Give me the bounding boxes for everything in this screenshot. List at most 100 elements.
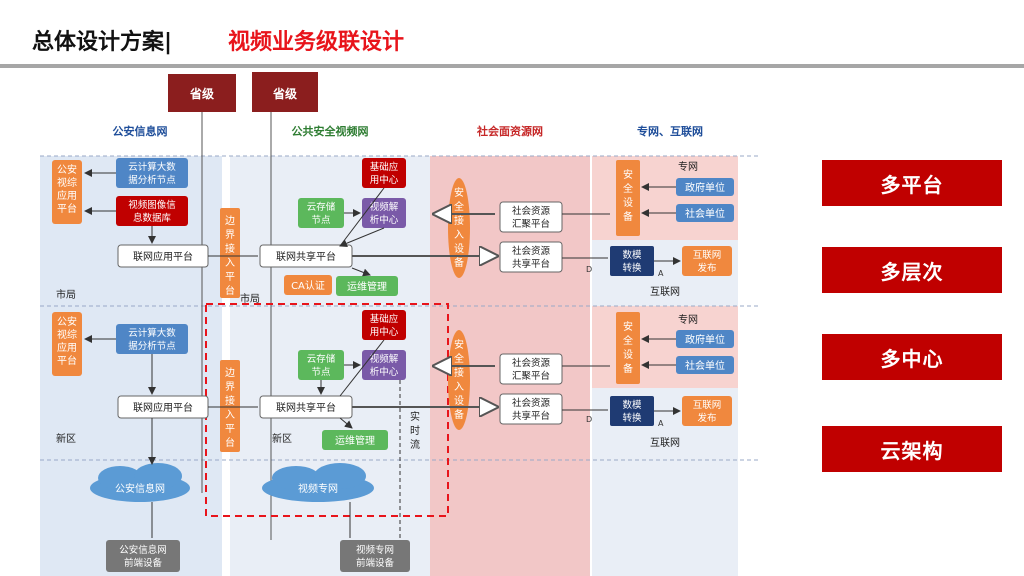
province-right [252,72,318,112]
social-collect-1 [499,201,563,233]
col-header-social: 社会面资源网 [476,124,543,138]
svg-text:台: 台 [225,436,235,449]
svg-text:视频解: 视频解 [370,353,399,365]
svg-text:台: 台 [225,284,235,297]
province-left [168,74,236,112]
svg-text:备: 备 [454,256,464,269]
svg-text:节点: 节点 [311,215,331,226]
svg-text:备: 备 [623,362,633,375]
svg-text:CA认证: CA认证 [291,279,325,292]
svg-text:云计算大数: 云计算大数 [128,327,176,339]
svg-text:全: 全 [454,200,464,213]
svg-text:数模: 数模 [622,249,642,261]
svg-text:联网应用平台: 联网应用平台 [133,250,193,263]
col-header-private: 专网、互联网 [637,124,703,138]
data-ferry-1 [610,246,654,276]
svg-text:A: A [658,269,664,278]
cascade-diagram: 公安信息网 公共安全视频网 社会面资源网 专网、互联网 省级 省级 公安 视综 … [40,72,760,576]
svg-text:用中心: 用中心 [370,326,399,338]
internet-label-2: 互联网 [650,437,680,449]
svg-text:社会资源: 社会资源 [512,245,551,257]
internet-pub-1 [682,246,732,276]
svg-text:公安信息网: 公安信息网 [119,544,167,556]
private-bg-1 [592,156,738,240]
svg-text:应用: 应用 [57,341,77,354]
svg-text:界: 界 [225,381,235,393]
social-collect-2 [499,353,563,385]
svg-text:备: 备 [623,210,633,223]
gov-unit-1 [676,178,734,196]
svg-text:共享平台: 共享平台 [512,410,550,422]
svg-text:入: 入 [454,382,464,393]
header: 总体设计方案| 视频业务级联设计 [0,0,1024,68]
svg-text:视频专网: 视频专网 [298,482,338,495]
svg-text:接: 接 [225,242,235,255]
gov-unit-2 [676,330,734,348]
zone-city-mid: 市局 [240,292,260,305]
svg-text:入: 入 [225,258,235,269]
ops-2 [322,430,388,450]
security-gw-1 [448,178,470,278]
svg-text:边: 边 [225,215,235,227]
svg-text:节点: 节点 [311,367,331,378]
svg-text:视频专网: 视频专网 [356,544,394,556]
cloud-node-1 [116,158,188,188]
svg-text:云计算大数: 云计算大数 [128,161,176,173]
svg-text:公安: 公安 [57,315,77,328]
svg-text:互联网: 互联网 [693,250,722,261]
svg-text:全: 全 [454,352,464,365]
svg-text:安: 安 [454,338,464,351]
data-ferry-2 [610,396,654,426]
tag-multi-platform: 多平台 [822,160,1002,206]
page-subtitle: 视频业务级联设计 [228,30,405,55]
svg-text:基础应: 基础应 [370,161,399,173]
security-dev-1 [616,160,640,236]
svg-text:接: 接 [225,394,235,407]
svg-text:应用: 应用 [57,189,77,202]
svg-text:据分析节点: 据分析节点 [128,340,176,352]
base-app-2 [362,310,406,340]
svg-text:联网共享平台: 联网共享平台 [276,401,336,414]
svg-text:全: 全 [623,334,633,347]
page-title: 总体设计方案| [32,30,173,55]
svg-text:社会单位: 社会单位 [685,207,725,220]
social-unit-2 [676,356,734,374]
svg-text:用中心: 用中心 [370,174,399,186]
base-app-1 [362,158,406,188]
svg-text:A: A [658,419,664,428]
svg-text:入: 入 [454,230,464,241]
svg-text:时: 时 [410,425,420,437]
cloud-node-2 [116,324,188,354]
svg-text:接: 接 [454,214,464,227]
zone-new-left: 新区 [56,432,76,445]
svg-text:安: 安 [623,168,633,181]
svg-text:平: 平 [225,424,235,435]
cloud-store-2 [298,350,344,380]
svg-text:接: 接 [454,366,464,379]
svg-text:安: 安 [454,186,464,199]
svg-text:政府单位: 政府单位 [685,333,725,346]
svg-text:基础应: 基础应 [370,313,399,325]
svg-text:数模: 数模 [622,399,642,411]
video-front [340,540,410,572]
svg-text:安: 安 [623,320,633,333]
social-unit-1 [676,204,734,222]
social-share-2 [499,393,563,425]
svg-text:云存储: 云存储 [307,353,336,365]
svg-text:发布: 发布 [697,262,716,274]
private-label-2: 专网 [678,313,698,326]
cloud-store-1 [298,198,344,228]
internet-pub-2 [682,396,732,426]
social-share-1 [499,241,563,273]
svg-text:汇聚平台: 汇聚平台 [512,218,550,230]
svg-text:D: D [586,265,592,274]
svg-text:视频解: 视频解 [370,201,399,213]
svg-text:视综: 视综 [57,328,77,341]
svg-text:视频图像信: 视频图像信 [128,199,176,211]
svg-text:设: 设 [623,197,633,209]
svg-text:社会单位: 社会单位 [685,359,725,372]
cloud-video-net: 视频专网 [262,463,374,502]
tag-cloud-arch: 云架构 [822,426,1002,472]
police-platform-1 [52,160,82,224]
svg-text:设: 设 [454,243,464,255]
